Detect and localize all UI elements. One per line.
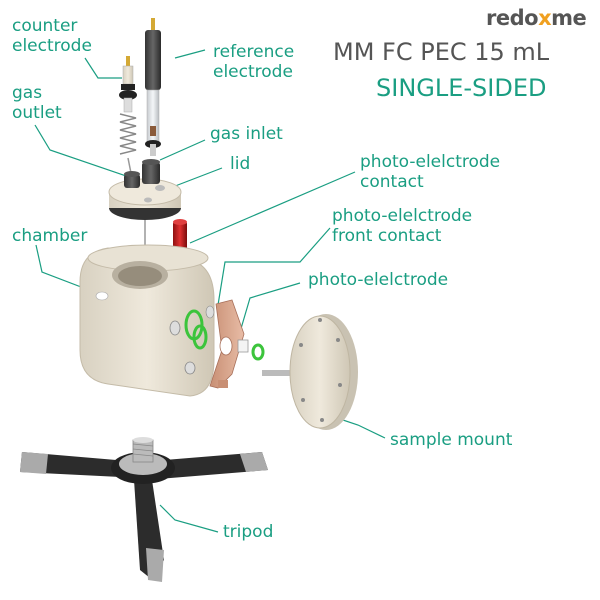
label-chamber: chamber: [12, 226, 88, 246]
lid-part: [108, 159, 182, 250]
chamber-part: [79, 244, 215, 397]
brand-logo: redoxme: [486, 6, 587, 30]
label-lid: lid: [230, 154, 251, 174]
leader-photo-electrode: [239, 282, 301, 333]
page-title: MM FC PEC 15 mL: [333, 38, 550, 66]
leader-gas-outlet: [34, 124, 133, 179]
photo-electrode-front-contact-part: [209, 299, 245, 389]
tripod-part: [20, 437, 268, 582]
leader-gas-inlet: [159, 139, 206, 161]
label-tripod: tripod: [223, 522, 274, 542]
label-photo-electrode: photo-elelctrode: [308, 270, 449, 290]
leader-reference-electrode: [174, 49, 206, 59]
leader-photo-contact: [189, 171, 356, 244]
leader-counter-electrode: [84, 57, 122, 79]
label-sample-mount: sample mount: [390, 430, 513, 450]
reference-electrode-part: [145, 18, 161, 156]
counter-electrode-part: [119, 56, 137, 179]
label-gas-inlet: gas inlet: [210, 124, 283, 144]
page-subtitle: SINGLE-SIDED: [376, 74, 547, 102]
leader-lid: [169, 167, 223, 189]
leader-photo-front-contact: [217, 227, 331, 306]
photo-electrode-part: [237, 339, 265, 361]
sample-mount-part: [262, 314, 358, 430]
leader-tripod: [159, 504, 219, 533]
